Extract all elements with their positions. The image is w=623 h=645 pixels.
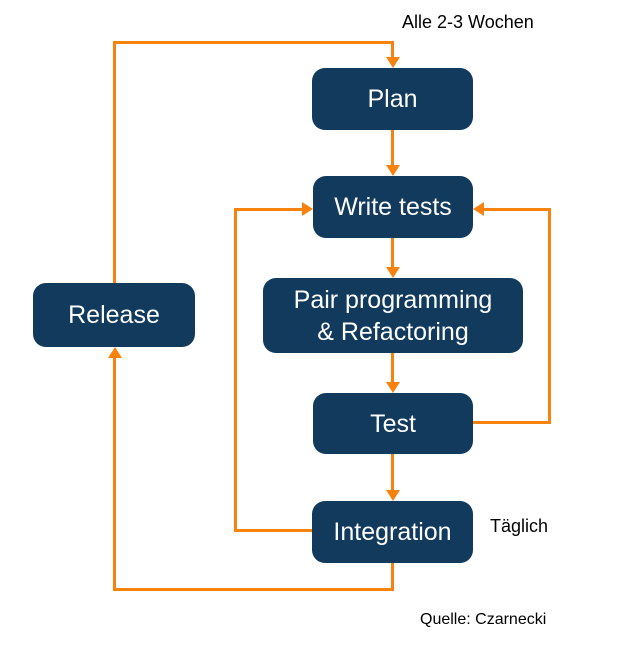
node-label-line1: Pair programming — [293, 285, 493, 314]
edge-segment — [113, 41, 394, 44]
node-release: Release — [33, 283, 195, 347]
edge-segment — [548, 208, 551, 424]
arrowhead-down — [386, 490, 400, 501]
node-label: Release — [68, 301, 160, 329]
edge-segment — [113, 357, 116, 591]
arrowhead-down — [386, 165, 400, 176]
node-write-tests: Write tests — [313, 176, 473, 238]
arrowhead-down — [386, 57, 400, 68]
source-credit: Quelle: Czarnecki — [420, 611, 547, 628]
node-label: Write tests — [334, 193, 452, 221]
edge-segment — [113, 588, 394, 591]
node-plan: Plan — [312, 68, 473, 130]
node-label: Plan — [367, 85, 418, 113]
arrowhead-right — [302, 202, 313, 216]
arrowhead-left — [473, 202, 484, 216]
edge-segment — [473, 421, 551, 424]
node-label: Integration — [333, 518, 452, 546]
node-pair-programming-refactoring: Pair programming & Refactoring — [263, 278, 523, 353]
edge-segment — [234, 208, 303, 211]
arrowhead-up — [108, 347, 122, 358]
edge-segment — [391, 238, 394, 268]
edge-segment — [391, 41, 394, 58]
edge-segment — [391, 454, 394, 490]
edge-segment — [391, 563, 394, 591]
annotation-daily-label: Täglich — [490, 516, 549, 536]
edge-segment — [484, 208, 551, 211]
arrowhead-down — [386, 382, 400, 393]
edge-segment — [391, 130, 394, 166]
edge-segment — [234, 208, 237, 532]
node-label: Test — [370, 409, 416, 438]
arrowhead-down — [386, 267, 400, 278]
edge-segment — [391, 353, 394, 383]
node-test: Test — [313, 393, 473, 454]
node-integration: Integration — [312, 501, 473, 563]
annotation-cycle-label: Alle 2-3 Wochen — [402, 12, 534, 32]
edge-segment — [113, 42, 116, 283]
node-label-line2: & Refactoring — [317, 317, 469, 346]
edge-segment — [234, 529, 312, 532]
